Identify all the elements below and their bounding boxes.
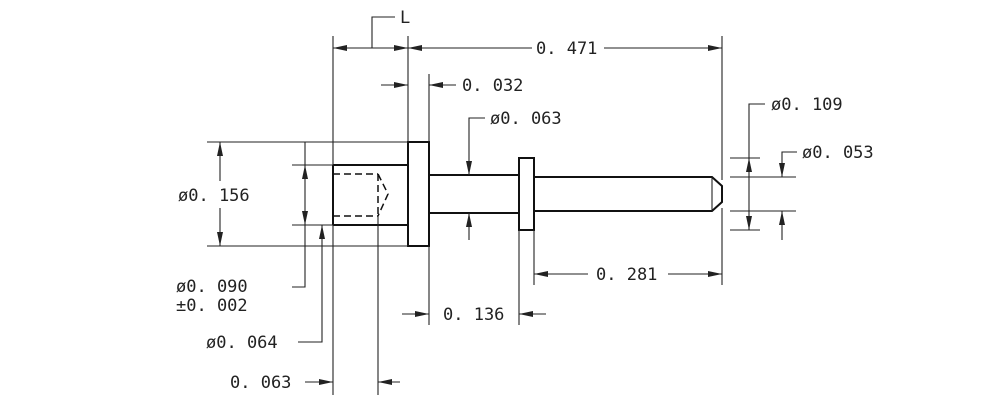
barrel-body	[332, 164, 408, 226]
dim-flange-thickness: 0. 032	[462, 76, 523, 96]
pin	[534, 176, 723, 212]
dim-shank-diameter: ø0. 063	[490, 109, 562, 129]
dimension-lines	[217, 16, 797, 385]
dim-length-L: L	[400, 8, 410, 28]
hidden-bore	[333, 173, 389, 217]
flange	[407, 141, 430, 247]
dim-flange-diameter: ø0. 156	[178, 186, 250, 206]
shank	[429, 174, 519, 214]
dim-bore-diameter: ø0. 090	[176, 277, 248, 297]
dimension-labels: L 0. 471 0. 032 ø0. 063 ø0. 109 ø0. 053 …	[176, 8, 874, 393]
extension-lines	[207, 36, 796, 395]
dim-counterbore-diameter: ø0. 064	[206, 333, 278, 353]
dim-wall: 0. 063	[230, 373, 291, 393]
dim-overall-length: 0. 471	[536, 39, 597, 59]
dim-pin-diameter: ø0. 053	[802, 143, 874, 163]
dim-collar-diameter: ø0. 109	[771, 95, 843, 115]
dim-pin-length: 0. 281	[596, 265, 657, 285]
part-outline	[332, 141, 723, 247]
dim-shank-length: 0. 136	[443, 305, 504, 325]
dim-bore-tolerance: ±0. 002	[176, 296, 248, 316]
collar	[518, 157, 535, 231]
bore-hidden-lines	[333, 173, 389, 217]
